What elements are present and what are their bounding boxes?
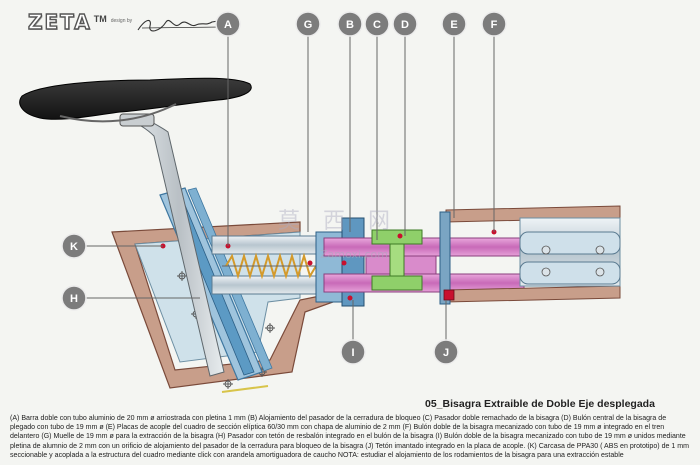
svg-text:C: C (373, 19, 381, 31)
front-tube-upper (519, 231, 621, 255)
svg-text:D: D (401, 19, 409, 31)
coupling-plate (439, 211, 451, 305)
caption-text: (A) Barra doble con tubo aluminio de 20 … (10, 415, 689, 459)
watermark-chars: 莫 西 网 (278, 209, 398, 234)
designer-signature (137, 19, 225, 32)
front-tube-lower (519, 261, 621, 285)
svg-text:F: F (491, 19, 498, 31)
label-D: D (392, 11, 418, 37)
hinge-drawing: A G B C D E F K H I J (19, 11, 621, 393)
svg-text:H: H (70, 293, 78, 305)
svg-text:A: A (224, 19, 232, 31)
label-A: A (215, 11, 241, 37)
svg-text:G: G (304, 19, 313, 31)
central-bolt-green-bottom (371, 275, 423, 291)
frame-yellow-edge (221, 385, 269, 393)
label-I: I (340, 339, 366, 365)
label-K: K (61, 233, 87, 259)
label-H: H (61, 285, 87, 311)
central-bolt-green-mid (389, 243, 405, 277)
label-G: G (295, 11, 321, 37)
trademark-mark: TM (93, 14, 107, 24)
zeta-logo: ZETA (27, 9, 92, 34)
label-F: F (481, 11, 507, 37)
saddle-rail (59, 103, 177, 123)
svg-text:K: K (70, 241, 78, 253)
svg-text:E: E (450, 19, 457, 31)
label-E: E (441, 11, 467, 37)
saddle (19, 77, 252, 120)
svg-text:I: I (351, 347, 354, 359)
label-C: C (364, 11, 390, 37)
svg-text:J: J (443, 347, 449, 359)
svg-text:B: B (346, 19, 354, 31)
caption-block: (A) Barra doble con tubo aluminio de 20 … (10, 414, 692, 465)
magnetic-stud (443, 289, 455, 301)
callout-lines (86, 34, 495, 340)
double-bar-tube-lower (211, 275, 325, 295)
bearing-bolts (541, 245, 605, 277)
design-by-text: design by (110, 18, 133, 24)
label-B: B (337, 11, 363, 37)
diagram-title: 05_Bisagra Extraible de Doble Eje desple… (425, 398, 655, 410)
brand-header: ZETA TM design by (27, 9, 226, 35)
watermark-site: Zamoxi.com (320, 248, 388, 261)
label-J: J (433, 339, 459, 365)
